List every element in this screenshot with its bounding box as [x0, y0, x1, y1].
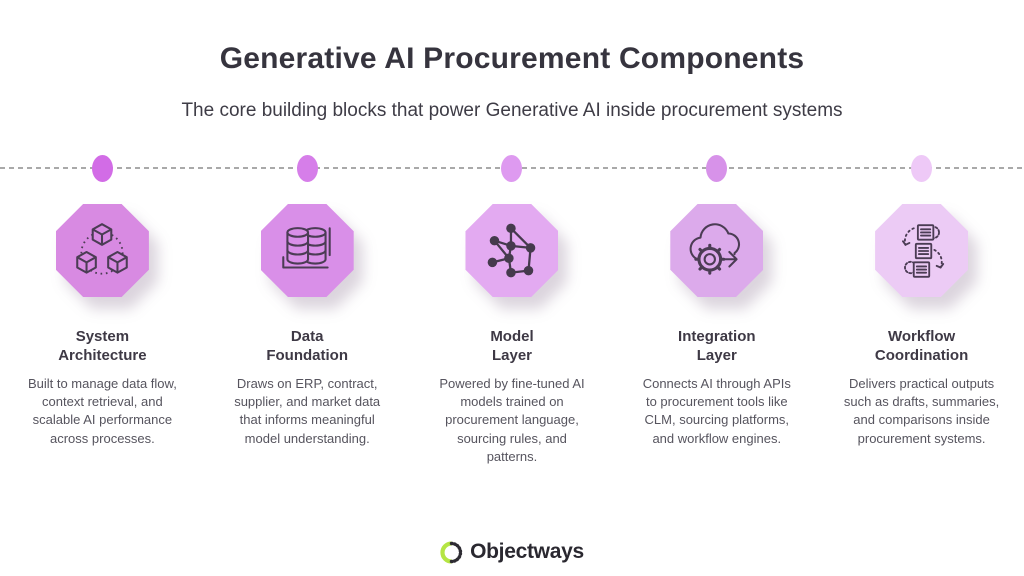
column-description: Built to manage data flow, context retri… — [27, 375, 177, 446]
page-title: Generative AI Procurement Components — [219, 42, 805, 75]
objectways-logo-icon — [440, 540, 463, 564]
integration-layer-icon — [670, 204, 764, 297]
brand-footer: Objectways — [0, 540, 1024, 564]
timeline-dots — [0, 154, 1024, 182]
timeline-dot-1 — [91, 154, 113, 182]
model-layer-icon — [465, 204, 559, 297]
column-description: Connects AI through APIs to procurement … — [642, 375, 791, 446]
timeline-dot-4 — [706, 154, 728, 182]
page-subtitle: The core building blocks that power Gene… — [181, 100, 843, 121]
timeline — [0, 154, 1024, 182]
column-description: Delivers practical outputs such as draft… — [843, 375, 1000, 446]
timeline-dot-5 — [911, 154, 933, 182]
system-architecture-icon — [55, 204, 149, 297]
timeline-dot-3 — [501, 154, 523, 182]
brand-name: Objectways — [470, 540, 584, 563]
workflow-coordination-icon — [875, 204, 969, 297]
column-description: Powered by fine-tuned AI models trained … — [439, 375, 585, 465]
timeline-dot-2 — [296, 154, 318, 182]
data-foundation-icon — [260, 204, 354, 297]
column-description: Draws on ERP, contract, supplier, and ma… — [234, 375, 381, 446]
